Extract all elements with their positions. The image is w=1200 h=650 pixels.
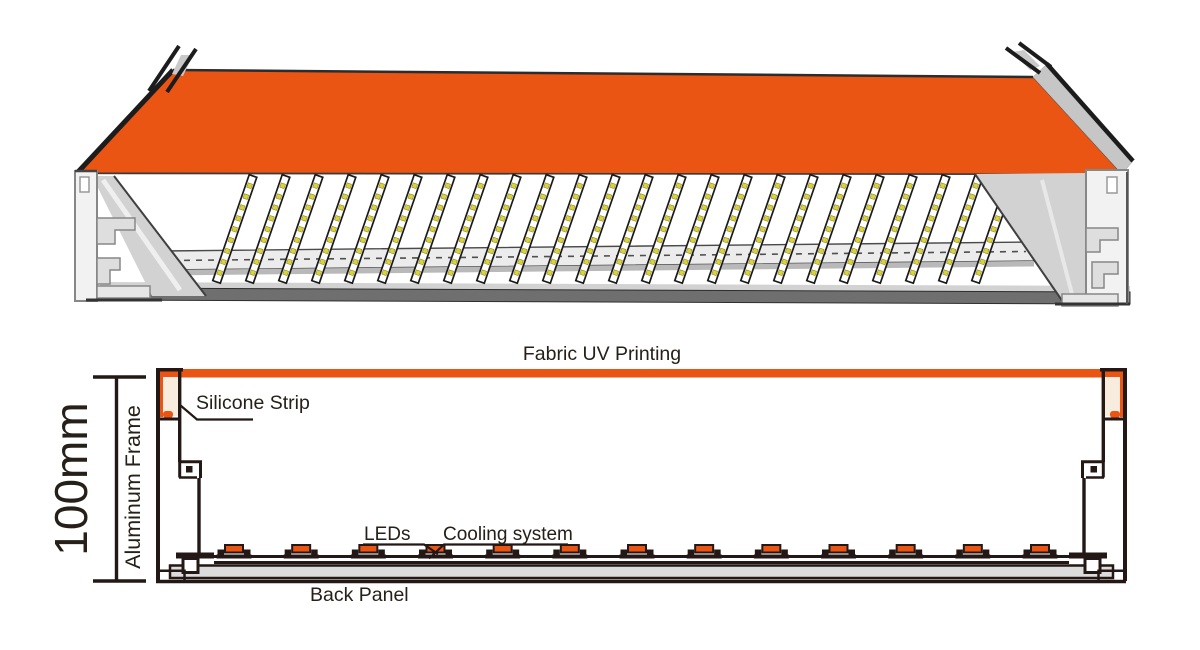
fabric-section-bar bbox=[159, 369, 1123, 378]
led-strip bbox=[805, 173, 852, 285]
fabric-uv-printing-label: Fabric UV Printing bbox=[523, 343, 681, 365]
led-strip bbox=[343, 173, 390, 285]
led-strip bbox=[541, 173, 588, 285]
led-module bbox=[955, 544, 991, 559]
led-strip bbox=[640, 173, 687, 285]
led-module bbox=[821, 544, 856, 559]
led-module bbox=[619, 544, 655, 559]
height-100mm-label: 100mm bbox=[45, 402, 97, 555]
led-strip bbox=[706, 173, 753, 285]
led-strip bbox=[904, 173, 951, 285]
silicone-strip-leader bbox=[179, 404, 253, 421]
frame-left-top-edge bbox=[76, 68, 175, 174]
leds-label: LEDs bbox=[364, 524, 410, 545]
aluminum-profile-right bbox=[974, 169, 1130, 307]
led-module bbox=[552, 544, 588, 559]
led-strip bbox=[871, 173, 918, 285]
led-module bbox=[753, 544, 789, 559]
aluminum-frame-label: Aluminum Frame bbox=[121, 405, 145, 569]
cooling-system-label: Cooling system bbox=[443, 524, 573, 545]
back-panel bbox=[156, 555, 1126, 584]
led-strip bbox=[772, 173, 819, 285]
led-strip bbox=[409, 173, 456, 285]
fabric-panel bbox=[76, 69, 1124, 175]
led-strip bbox=[475, 173, 522, 285]
back-panel-label: Back Panel bbox=[310, 584, 409, 606]
led-module bbox=[1022, 544, 1058, 559]
led-strip bbox=[508, 173, 555, 285]
right-corner-flanges bbox=[1004, 41, 1135, 175]
aluminum-profile-right-section bbox=[1067, 366, 1129, 583]
led-strip bbox=[607, 173, 654, 285]
fabric-front-edge bbox=[77, 172, 1123, 176]
cooling-leader bbox=[428, 543, 568, 560]
fabric-top-edge bbox=[172, 68, 1034, 79]
perspective-view bbox=[74, 41, 1135, 307]
led-strip-grid bbox=[211, 173, 1017, 285]
led-strip bbox=[739, 173, 786, 285]
led-strip bbox=[277, 173, 324, 285]
led-strip bbox=[442, 173, 489, 285]
led-strip bbox=[376, 173, 423, 285]
led-strip bbox=[244, 173, 291, 285]
floor-front-light-strip bbox=[100, 282, 1130, 292]
led-module bbox=[888, 544, 924, 559]
silicone-strip-label: Silicone Strip bbox=[196, 392, 310, 414]
dimension-line bbox=[93, 375, 146, 583]
led-strip bbox=[574, 173, 621, 285]
led-module-row bbox=[216, 544, 1058, 559]
led-strip bbox=[310, 173, 357, 285]
left-corner-flanges bbox=[147, 44, 198, 94]
led-module bbox=[216, 544, 252, 559]
cross-section-view: Fabric UV Printing Silicone Strip 100mm … bbox=[45, 343, 1129, 606]
led-strip bbox=[673, 173, 720, 285]
aluminum-profile-left-section bbox=[156, 367, 214, 581]
aluminum-profile-left bbox=[74, 169, 207, 302]
leds-leader bbox=[363, 543, 439, 555]
led-strip bbox=[211, 173, 258, 285]
led-module bbox=[283, 544, 319, 559]
led-module bbox=[485, 544, 521, 559]
led-strip bbox=[838, 173, 885, 285]
led-module bbox=[686, 544, 722, 559]
led-module bbox=[350, 544, 386, 559]
